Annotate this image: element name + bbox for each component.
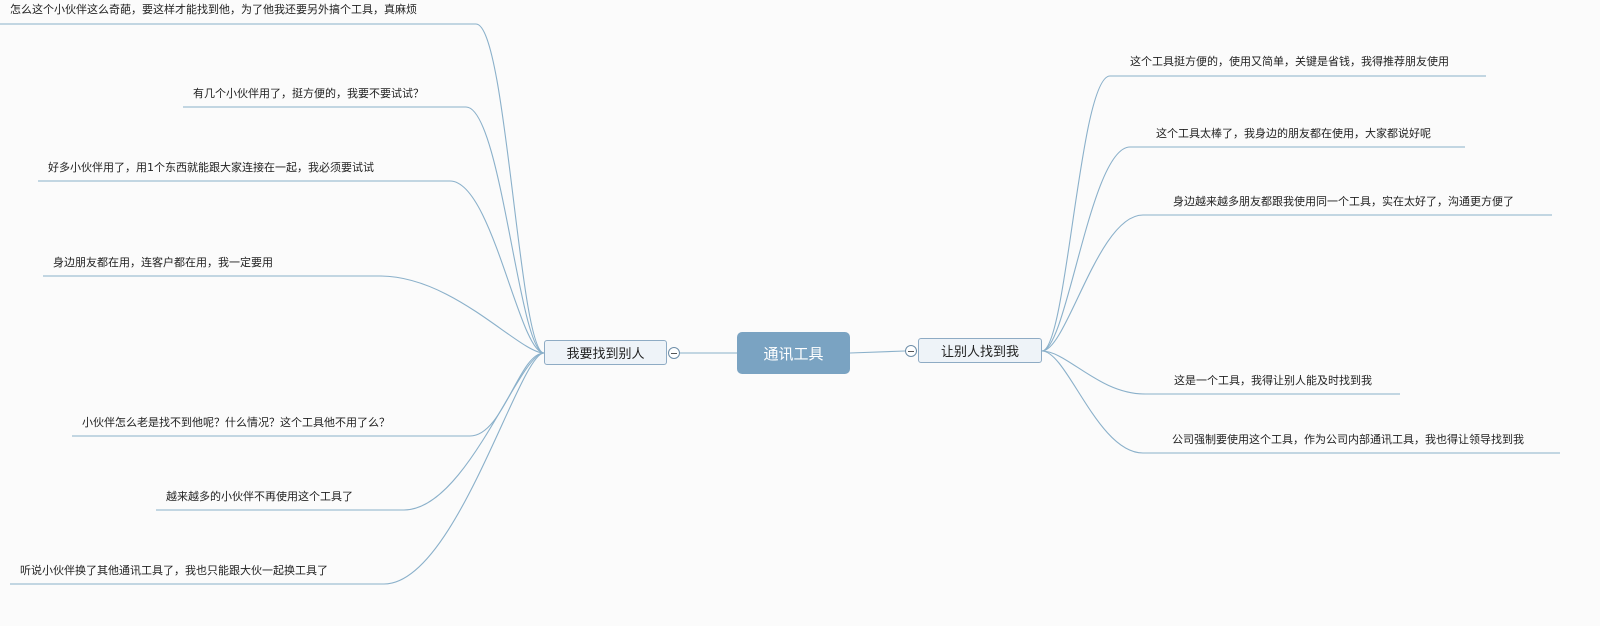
connector-right-leaf-4 (1041, 350, 1400, 395)
connector-left-leaf-7 (10, 352, 545, 585)
connector-right-leaf-5 (1041, 350, 1560, 454)
branch-find-others[interactable]: 我要找到别人 (544, 340, 667, 365)
central-topic[interactable]: 通讯工具 (737, 332, 850, 374)
connector-left-leaf-3 (38, 180, 545, 354)
collapse-toggle-right-icon[interactable] (905, 345, 917, 357)
connector-left-leaf-2 (183, 106, 545, 354)
left-leaf-4[interactable]: 身边朋友都在用，连客户都在用，我一定要用 (53, 256, 273, 269)
branch-be-found[interactable]: 让别人找到我 (918, 338, 1042, 363)
connector-central-right (849, 350, 906, 354)
left-leaf-2[interactable]: 有几个小伙伴用了，挺方便的，我要不要试试？ (193, 87, 424, 100)
connector-right-leaf-1 (1041, 75, 1486, 352)
left-leaf-7[interactable]: 听说小伙伴换了其他通讯工具了，我也只能跟大伙一起换工具了 (20, 564, 328, 577)
right-leaf-5[interactable]: 公司强制要使用这个工具，作为公司内部通讯工具，我也得让领导找到我 (1172, 433, 1524, 446)
left-leaf-6[interactable]: 越来越多的小伙伴不再使用这个工具了 (166, 490, 353, 503)
left-leaf-1[interactable]: 怎么这个小伙伴这么奇葩，要这样才能找到他，为了他我还要另外搞个工具，真麻烦 (10, 3, 417, 16)
connector-right-leaf-2 (1041, 146, 1465, 352)
left-leaf-3[interactable]: 好多小伙伴用了，用1个东西就能跟大家连接在一起，我必须要试试 (48, 161, 374, 174)
collapse-toggle-left-icon[interactable] (668, 347, 680, 359)
right-leaf-1[interactable]: 这个工具挺方便的，使用又简单，关键是省钱，我得推荐朋友使用 (1130, 55, 1449, 68)
connector-right-leaf-3 (1041, 214, 1552, 352)
connector-left-leaf-6 (156, 352, 545, 511)
connector-left-leaf-1 (0, 23, 545, 354)
connector-left-leaf-4 (43, 275, 545, 354)
right-leaf-3[interactable]: 身边越来越多朋友都跟我使用同一个工具，实在太好了，沟通更方便了 (1173, 195, 1514, 208)
right-leaf-4[interactable]: 这是一个工具，我得让别人能及时找到我 (1174, 374, 1372, 387)
right-leaf-2[interactable]: 这个工具太棒了，我身边的朋友都在使用，大家都说好呢 (1156, 127, 1431, 140)
left-leaf-5[interactable]: 小伙伴怎么老是找不到他呢？什么情况？这个工具他不用了么？ (82, 416, 390, 429)
